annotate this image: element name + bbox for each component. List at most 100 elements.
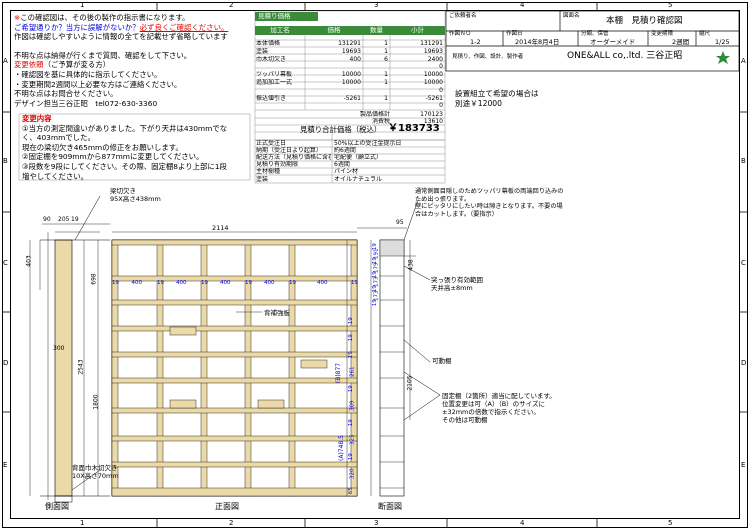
period-value: 2週間	[672, 38, 690, 46]
section-dimension: 19	[347, 419, 354, 427]
maker-label: 見積り、作図、設計、製作者	[452, 54, 524, 60]
dim-section-438: 438	[407, 259, 415, 271]
grand-total: ￥183733	[388, 123, 440, 134]
product-total-label: 製品価格計	[359, 111, 390, 118]
date-label: 作図日	[506, 31, 523, 37]
notice-change-title: 変更依頼	[14, 60, 44, 70]
estimate-cell-qty: 1	[384, 71, 388, 79]
post-dimension: 19	[157, 280, 164, 286]
notice-line9: デザイン担当三谷正昭 tel072-630-3360	[14, 98, 158, 108]
section-view-title: 断面図	[378, 502, 402, 511]
tax-value: 13610	[423, 118, 443, 125]
ceiling-range-note: 突っ張り有効範囲 天井高±8mm	[431, 276, 483, 292]
section-dimension: 325	[349, 434, 356, 446]
product-total: 170123	[420, 111, 443, 118]
estimate-cell-qty: 1	[384, 79, 388, 86]
row-label-c: C	[3, 259, 8, 267]
estimate-cell-sub: -5261	[425, 94, 443, 102]
estimate-cell-sub: 19693	[423, 47, 443, 55]
estimate-cell-sub: 0	[439, 102, 443, 110]
notice-line3: 作図は確認しやすいように情報の全てを記載せず省略しています	[14, 32, 228, 42]
scale-value: 1/25	[715, 38, 730, 46]
terms-cell-k: 見積り有効期限	[256, 161, 299, 169]
estimate-cell-qty: 1	[384, 47, 388, 55]
estimate-cell-sub: 10000	[423, 79, 443, 86]
dim-side-300: 300	[53, 345, 65, 352]
dim-a748: (A)748.5	[337, 435, 345, 461]
movable-shelf-label: 可動棚	[432, 357, 452, 365]
post-dimension: 19	[201, 280, 208, 286]
notice-line8: 不明な点はお問合せください。	[14, 89, 118, 99]
strut-note-line: 壁にピッタリにしたい時は隙きとなります。不要の場	[415, 203, 563, 211]
post-dimension: 19	[289, 280, 296, 286]
dim-width: 2114	[212, 224, 229, 232]
terms-cell-k: 配送方法（見積り価格に含む）	[256, 154, 331, 162]
change-title: 変更内容	[22, 114, 52, 123]
estimate-cell-name: 塗装	[256, 47, 269, 55]
terms-cell-k: 納期（受注日より起算）	[256, 147, 322, 155]
estimate-cell-name: 本体価格	[256, 40, 281, 47]
front-view-title: 正面図	[215, 502, 239, 511]
bay-dimension: 400	[264, 280, 275, 286]
row-label-e: E	[3, 461, 8, 469]
col-label-3: 3	[374, 1, 379, 9]
ceiling-range-line1: 突っ張り有効範囲	[431, 276, 483, 284]
dim-side-403: 403	[25, 255, 33, 267]
beam-cutout-label: 梁切欠き 95X高さ438mm	[110, 187, 161, 203]
notice-line7: ・変更期間2週間以上必要な方はご連絡ください。	[14, 79, 182, 89]
drawing-name: 本棚 見積り確認図	[606, 16, 683, 26]
dim-top-b: 205	[58, 216, 70, 223]
notice-change-rest: （ご予算が変る方）	[43, 60, 111, 70]
dim-section-2105: 2105	[406, 375, 414, 391]
notice-mark: ※	[14, 13, 21, 22]
section-dimension: 19	[347, 317, 354, 325]
row-label-a: A	[3, 57, 8, 65]
dim-b877: (B)877	[335, 362, 343, 384]
row-label-a-r: A	[741, 57, 746, 65]
change-line: く、403mmでした。	[22, 133, 95, 143]
customer-label: ご依頼者名	[449, 13, 477, 19]
estimate-cell-price: 10000	[341, 71, 361, 79]
notice-line2: ご希望通りか？当方に誤解がないか？	[14, 22, 140, 32]
section-dimension: 261	[349, 366, 356, 378]
dim-side-1800: 1800	[92, 394, 100, 410]
estimate-cell-sub: 0	[439, 63, 443, 71]
change-line: 増やしてください。	[22, 171, 89, 181]
estimate-cell-qty: 6	[384, 55, 388, 63]
estimate-cell-sub: 10000	[423, 71, 443, 79]
dim-top-a: 90	[43, 216, 51, 223]
change-line: ①当方の測定間違いがありました。下がり天井は430mmでな	[22, 123, 228, 133]
terms-cell-k: 主材樹種	[256, 168, 281, 176]
col-label-5: 5	[668, 1, 673, 9]
fixed-shelf-line: ±32mmの倍数で指示ください。	[442, 408, 540, 416]
skirting-cutout-line1: 背面巾木切欠き	[72, 464, 118, 472]
dim-side-2543: 2543	[77, 359, 85, 375]
col-label-2b: 2	[229, 519, 234, 527]
fixed-shelf-line: 固定棚（2箇所）適当に配しています。	[442, 392, 556, 400]
section-dimension: 309	[349, 400, 356, 412]
terms-cell-k: 塗装	[256, 175, 269, 183]
estimate-cell-sub: 0	[439, 86, 443, 94]
col-label-1: 1	[80, 1, 85, 9]
terms-cell-v: 6週間	[334, 161, 350, 169]
notice-line2-warning: 必ず良くご確認ください。	[139, 22, 229, 32]
strut-note: 通常側面目隠しのためツッパリ幕板の両端回り込みの ため出っ張ります。 壁にピッタ…	[415, 188, 564, 218]
category-value: オーダーメイド	[590, 38, 636, 46]
estimate-cell-qty: 1	[384, 94, 388, 102]
post-dimension: 19	[245, 280, 252, 286]
change-box: 変更内容 ①当方の測定間違いがありました。下がり天井は430mmでな く、403…	[22, 114, 250, 181]
section-dimension: 19	[347, 385, 354, 393]
section-dimension: 65	[347, 487, 354, 495]
estimate-cell-price: 400	[349, 55, 361, 63]
change-line: ③段数を9段にしてください。その際、固定棚8より上部に1段	[22, 161, 227, 171]
terms-cell-v: 約6週間	[334, 147, 356, 155]
side-view-title: 側面図	[45, 502, 69, 511]
estimate-cell-name: ツッパリ幕板	[256, 71, 293, 79]
estimate-header-name: 加工名	[255, 26, 305, 35]
drawing-no-label: 作図ＮＯ	[449, 31, 472, 37]
dim-section-95: 95	[396, 219, 404, 226]
drawing-no: 1-2	[470, 38, 481, 46]
col-label-2: 2	[229, 1, 234, 9]
